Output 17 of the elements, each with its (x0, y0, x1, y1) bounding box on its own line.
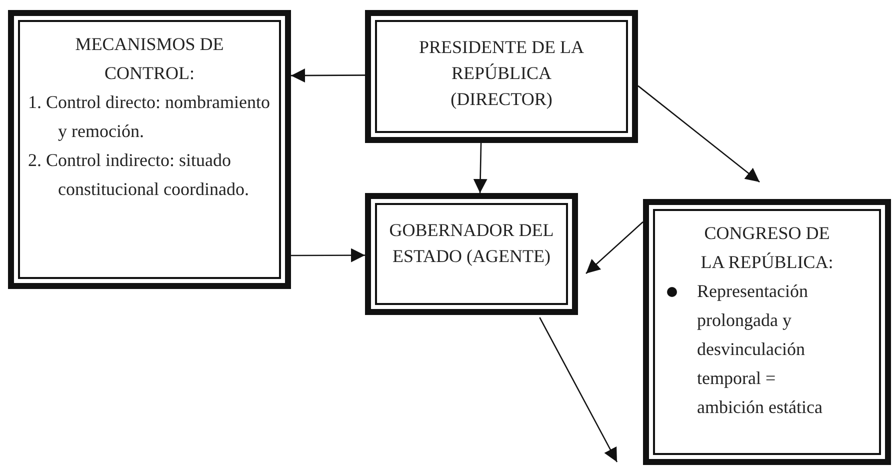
arrow (638, 85, 760, 182)
box-heading: MECANISMOS DE CONTROL: (74, 33, 224, 85)
node-label: GOBERNADOR DEL ESTADO (AGENTE) (388, 219, 555, 268)
double-border-box (365, 193, 578, 315)
arrow (291, 68, 365, 82)
arrow (291, 248, 365, 262)
double-border-box (643, 199, 891, 465)
box-heading: CONGRESO DE LA REPÚBLICA: (700, 222, 834, 274)
arrow (539, 317, 618, 462)
list-item: 2. Control indirecto: situado constitucional coordinado. (28, 149, 250, 201)
list-item: 1. Control directo: nombramiento y remoción. (28, 91, 271, 143)
arrow (586, 221, 644, 274)
double-border-box (8, 10, 291, 289)
arrow (473, 142, 488, 194)
double-border-box (365, 10, 638, 143)
node-label: PRESIDENTE DE LA REPÚBLICA (DIRECTOR) (418, 36, 585, 111)
bullet-text: Representación prolongada y desvinculación temporal = ambición estática (697, 280, 824, 419)
